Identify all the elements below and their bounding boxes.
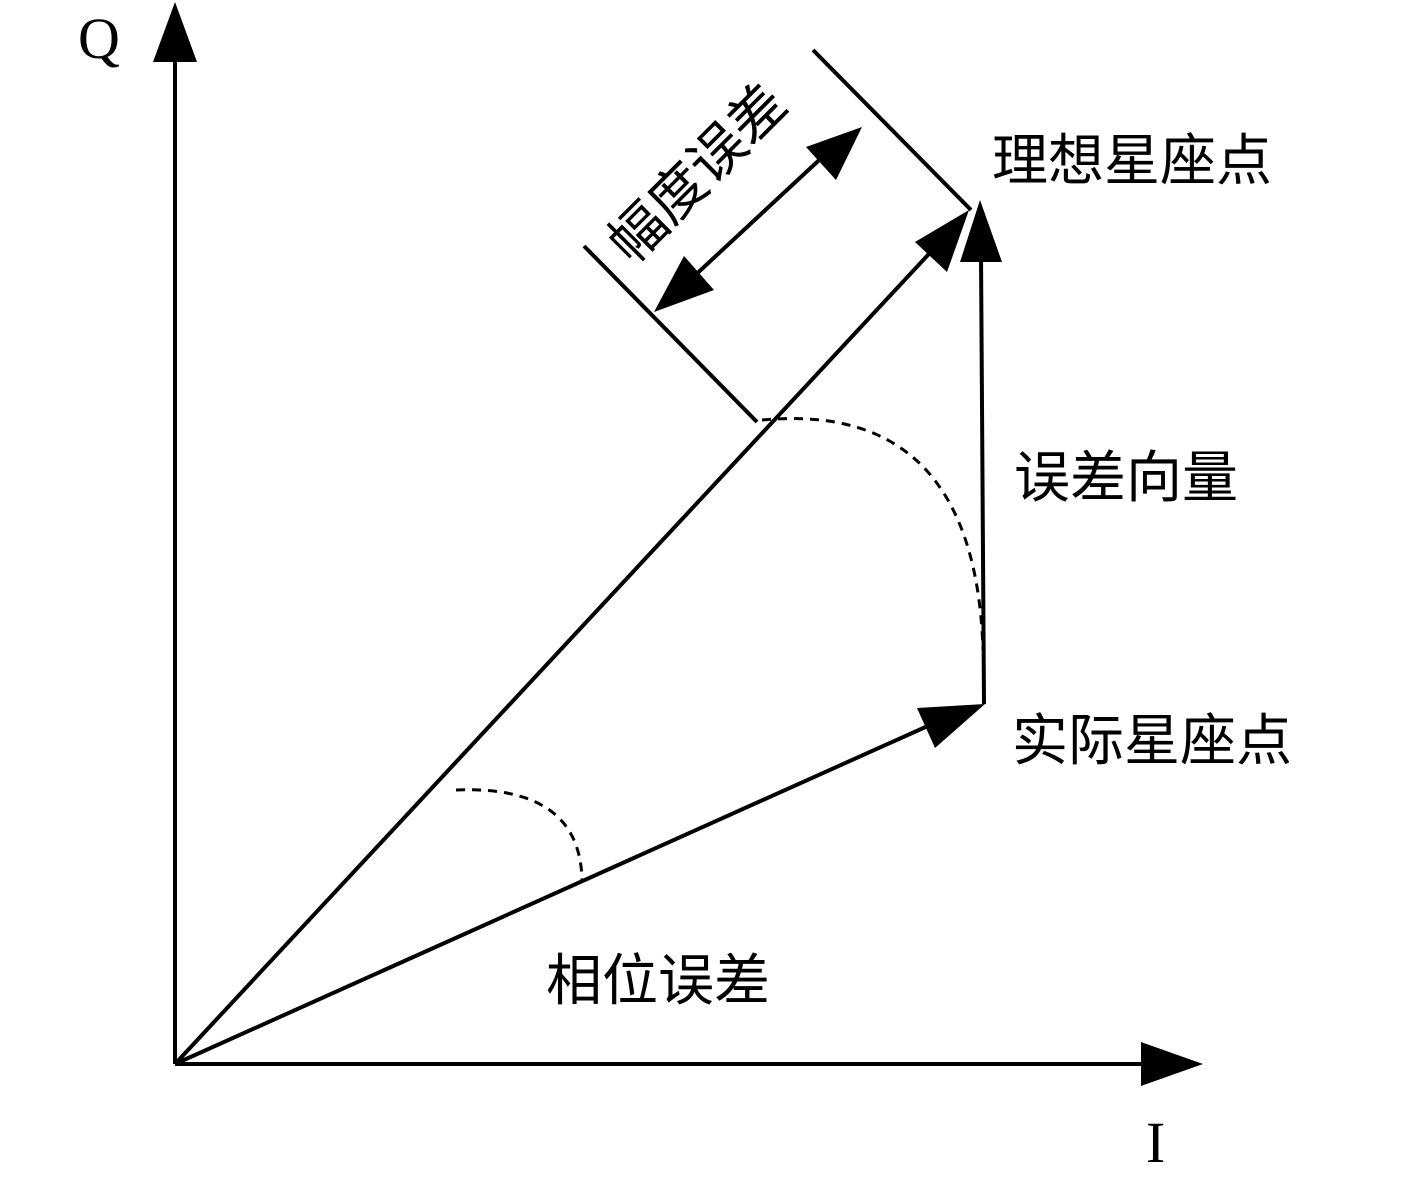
actual-vector-arrowhead <box>917 704 985 748</box>
i-axis-label: I <box>1146 1110 1165 1175</box>
phase-error-label: 相位误差 <box>546 949 770 1014</box>
magnitude-arc <box>761 417 985 651</box>
magnitude-dimension-arrowhead-lower <box>654 256 714 312</box>
magnitude-error-marker <box>582 48 973 424</box>
phase-angle-arc <box>455 788 584 881</box>
q-axis-arrowhead <box>153 2 197 62</box>
ideal-point-label: 理想星座点 <box>992 129 1272 194</box>
magnitude-dimension-arrowhead-upper <box>806 127 862 180</box>
actual-vector <box>174 704 985 1066</box>
magnitude-dimension-line <box>688 148 832 282</box>
ideal-vector <box>173 210 969 1066</box>
ideal-vector-line <box>173 240 942 1066</box>
actual-vector-line <box>174 714 951 1066</box>
error-vector-label: 误差向量 <box>1014 446 1238 511</box>
magnitude-extension-line-inner <box>582 244 759 424</box>
q-axis-label: Q <box>78 6 120 71</box>
error-vector-arrowhead <box>960 200 1002 262</box>
error-vector <box>960 200 1002 705</box>
magnitude-extension-line-outer <box>811 48 973 212</box>
magnitude-error-label: 幅度误差 <box>596 72 800 276</box>
ideal-vector-arrowhead <box>915 210 969 272</box>
actual-point-label: 实际星座点 <box>1012 709 1292 774</box>
error-vector-line <box>979 254 986 705</box>
i-axis-arrowhead <box>1141 1042 1203 1086</box>
axes: Q I <box>78 2 1203 1175</box>
